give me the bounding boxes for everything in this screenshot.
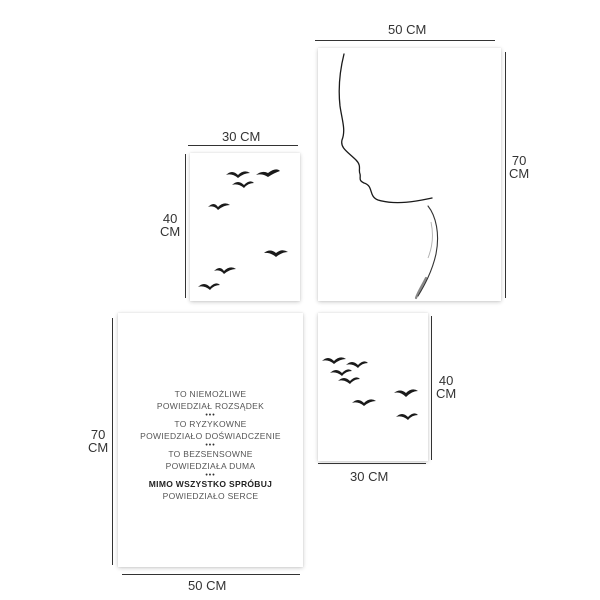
bottom-left-width-line bbox=[122, 574, 300, 575]
woman-profile-art bbox=[338, 53, 439, 300]
bottom-right-height-unit: CM bbox=[436, 386, 457, 401]
flying-birds-art-2 bbox=[322, 357, 418, 420]
quote-line-2: POWIEDZIAŁ ROZSĄDEK bbox=[156, 400, 265, 411]
bottom-left-height-label: 70 CM bbox=[88, 428, 108, 454]
mid-left-height-line bbox=[185, 154, 186, 298]
top-right-width-line bbox=[315, 40, 495, 41]
quote-separator-2: ••• bbox=[205, 442, 216, 449]
quote-line-5: TO BEZSENSOWNE bbox=[168, 449, 253, 459]
quote-separator-1: ••• bbox=[205, 412, 216, 419]
poster-birds-small-bottom bbox=[318, 313, 428, 461]
bottom-left-width-label: 50 CM bbox=[188, 578, 227, 593]
bottom-right-width-label: 30 CM bbox=[350, 469, 389, 484]
mid-left-width-label: 30 CM bbox=[222, 129, 261, 144]
bottom-left-height-value: 70 bbox=[90, 427, 106, 442]
top-right-height-line bbox=[505, 52, 506, 298]
bottom-left-height-line bbox=[112, 318, 113, 565]
quote-line-8: POWIEDZIAŁO SERCE bbox=[162, 490, 259, 501]
top-right-height-label: 70 CM bbox=[509, 154, 529, 180]
mid-left-width-line bbox=[188, 145, 298, 146]
poster-woman-profile bbox=[318, 48, 501, 301]
bottom-right-width-line bbox=[318, 463, 426, 464]
top-right-height-value: 70 bbox=[511, 153, 527, 168]
quote-line-4: POWIEDZIAŁO DOŚWIADCZENIE bbox=[140, 430, 281, 441]
bottom-right-height-value: 40 bbox=[438, 373, 454, 388]
top-right-width-label: 50 CM bbox=[388, 22, 427, 37]
poster-birds-small-top bbox=[190, 153, 300, 301]
quote-separator-3: ••• bbox=[205, 472, 216, 479]
bottom-right-height-label: 40 CM bbox=[436, 374, 456, 400]
quote-line-6: POWIEDZIAŁA DUMA bbox=[165, 460, 256, 471]
quote-line-3: TO RYZYKOWNE bbox=[174, 419, 247, 429]
quote-line-1: TO NIEMOŻLIWE bbox=[174, 389, 247, 399]
quote-text: TO NIEMOŻLIWE POWIEDZIAŁ ROZSĄDEK ••• TO… bbox=[118, 389, 303, 502]
mid-left-height-value: 40 bbox=[162, 211, 178, 226]
poster-quote: TO NIEMOŻLIWE POWIEDZIAŁ ROZSĄDEK ••• TO… bbox=[118, 313, 303, 567]
bottom-left-height-unit: CM bbox=[88, 440, 109, 455]
flying-birds-art bbox=[198, 169, 288, 290]
quote-line-7: MIMO WSZYSTKO SPRÓBUJ bbox=[148, 479, 273, 489]
mid-left-height-label: 40 CM bbox=[160, 212, 180, 238]
mid-left-height-unit: CM bbox=[160, 224, 181, 239]
top-right-height-unit: CM bbox=[509, 166, 530, 181]
bottom-right-height-line bbox=[431, 316, 432, 460]
